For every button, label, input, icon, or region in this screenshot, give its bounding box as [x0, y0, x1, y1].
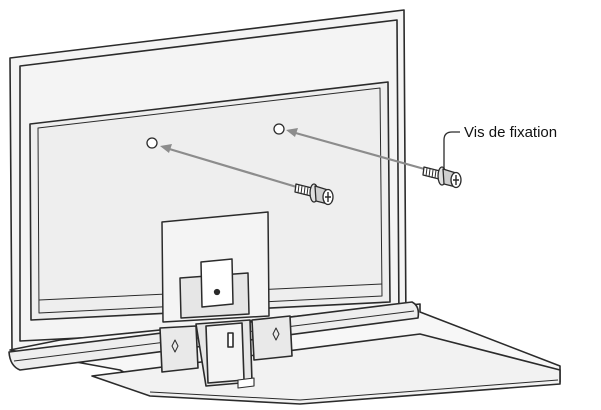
tv-stand: [8, 301, 561, 405]
stand-column-face: [205, 322, 245, 384]
callout-leader-line: [443, 131, 460, 168]
stand-bracket-right: [251, 315, 293, 361]
screw-right-thread-lines: [425, 167, 437, 179]
arrow-left-head: [160, 144, 172, 153]
screw-left-thread-lines: [297, 184, 309, 196]
mount-holes: [146, 123, 285, 149]
screw-left-slot: [325, 192, 331, 202]
mount-hole-left: [146, 137, 158, 149]
tv-back-housing: [29, 81, 391, 321]
insertion-arrows: [160, 128, 429, 190]
tv-back-housing-edge: [37, 87, 383, 314]
screw-left: [294, 183, 334, 206]
callout: Vis de fixation: [443, 124, 557, 168]
stand-neck-screw-hole: [213, 288, 221, 296]
stand-neck-clip: [200, 258, 234, 308]
arrow-right-head: [286, 128, 298, 137]
stand-column-slot: [227, 332, 234, 348]
stand-neck: [161, 211, 270, 323]
stand-bracket-right-mark: [272, 327, 280, 341]
stand-bracket-left-mark: [171, 339, 179, 353]
arrow-right-line: [291, 130, 429, 172]
stand-foot-tab: [237, 377, 255, 389]
arrow-left-line: [165, 146, 301, 190]
stand-base-plate-edge: [149, 379, 559, 401]
screw-right-slot: [453, 175, 459, 185]
callout-label: Vis de fixation: [464, 124, 557, 141]
mount-hole-right: [273, 123, 285, 135]
screw-right: [422, 166, 462, 189]
tv-rear-panel: [9, 9, 407, 351]
stand-bracket-left: [159, 325, 199, 373]
